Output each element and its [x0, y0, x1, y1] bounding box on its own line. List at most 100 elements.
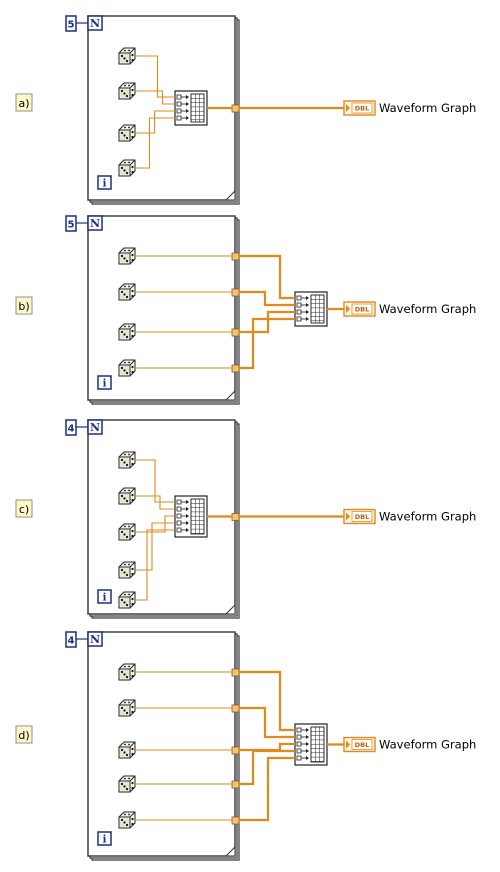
waveform-graph-label: Waveform Graph [379, 101, 476, 115]
dice-icon [118, 359, 136, 377]
count-value: 5 [68, 20, 75, 31]
loop-corner [224, 189, 236, 201]
loop-corner [224, 389, 236, 401]
iteration-box [97, 589, 112, 604]
wire [136, 522, 175, 571]
option-label-box [15, 296, 33, 315]
wire [239, 290, 295, 307]
dice-icon [118, 663, 136, 681]
iteration-i-icon: i [103, 835, 107, 846]
dice-icon [118, 159, 136, 177]
dice-icon [118, 811, 136, 829]
dice-icon [118, 561, 136, 579]
iteration-i-icon: i [103, 593, 107, 604]
iteration-terminal: i [97, 589, 112, 604]
option-label: c) [15, 499, 33, 518]
waveform-graph-label: Waveform Graph [379, 738, 476, 752]
for-loop-structure [87, 215, 240, 405]
loop-corner [224, 603, 236, 615]
waveform-graph-terminal-icon: DBL [343, 100, 376, 116]
dice-icon [118, 283, 136, 301]
count-value: 4 [68, 636, 75, 647]
wire [239, 317, 295, 370]
option-label-text: c) [19, 503, 29, 516]
loop-frame [87, 215, 236, 401]
iteration-terminal: i [97, 831, 112, 846]
option-label: d) [15, 725, 33, 744]
option-label: b) [15, 296, 33, 315]
wire [136, 459, 175, 503]
wire [239, 756, 295, 822]
output-tunnel [231, 328, 240, 337]
count-value: 4 [68, 424, 75, 435]
build-array-icon [294, 291, 328, 327]
dice-icon [118, 451, 136, 469]
wire [136, 495, 175, 510]
option-label-text: a) [18, 97, 29, 110]
loop-frame [87, 631, 236, 857]
wire [136, 55, 175, 98]
wire [136, 515, 175, 533]
dice-icon [118, 699, 136, 717]
build-array-icon [294, 723, 328, 766]
wire [239, 742, 295, 752]
option-label-box [15, 499, 33, 518]
option-label-text: d) [18, 729, 29, 742]
dice-icon [118, 741, 136, 759]
dice-icon [118, 323, 136, 341]
dice-icon [118, 775, 136, 793]
iteration-box [97, 831, 112, 846]
dbl-label: DBL [355, 513, 370, 521]
output-tunnel [231, 104, 240, 113]
option-label: a) [15, 93, 33, 112]
terminal-arrow-icon [346, 512, 350, 521]
dbl-box [351, 303, 373, 315]
output-tunnel [231, 252, 240, 261]
output-tunnel [231, 513, 240, 521]
output-tunnel [231, 746, 240, 755]
dice-icon [118, 47, 136, 65]
for-loop-structure [87, 631, 240, 861]
iteration-box [97, 375, 112, 390]
dbl-label: DBL [355, 306, 370, 314]
dbl-box [351, 511, 373, 522]
iteration-terminal: i [97, 175, 112, 190]
terminal-arrow-icon [346, 305, 350, 313]
dice-icon [118, 82, 136, 100]
wire [239, 310, 295, 334]
build-array-icon [174, 495, 208, 538]
for-loop-structure [87, 419, 240, 619]
wire [239, 670, 295, 732]
wire [239, 706, 295, 739]
terminal-arrow-icon [346, 740, 350, 749]
dbl-label: DBL [355, 741, 370, 749]
count-N-icon: N [90, 421, 100, 434]
dbl-label: DBL [355, 105, 370, 113]
waveform-graph-terminal-icon: DBL [343, 301, 376, 317]
output-tunnel [231, 780, 240, 789]
option-label-box [15, 93, 33, 112]
wire [136, 110, 175, 134]
output-tunnel [231, 668, 240, 677]
output-tunnel [231, 704, 240, 713]
dice-icon [118, 523, 136, 541]
dice-icon [118, 247, 136, 265]
iteration-box [97, 175, 112, 190]
count-N-icon: N [90, 17, 100, 30]
wire [239, 749, 295, 786]
option-label-box [15, 725, 33, 744]
wire [136, 117, 175, 169]
wire [136, 529, 175, 601]
wire [136, 90, 175, 105]
for-loop-structure [87, 15, 240, 205]
loop-corner [224, 845, 236, 857]
